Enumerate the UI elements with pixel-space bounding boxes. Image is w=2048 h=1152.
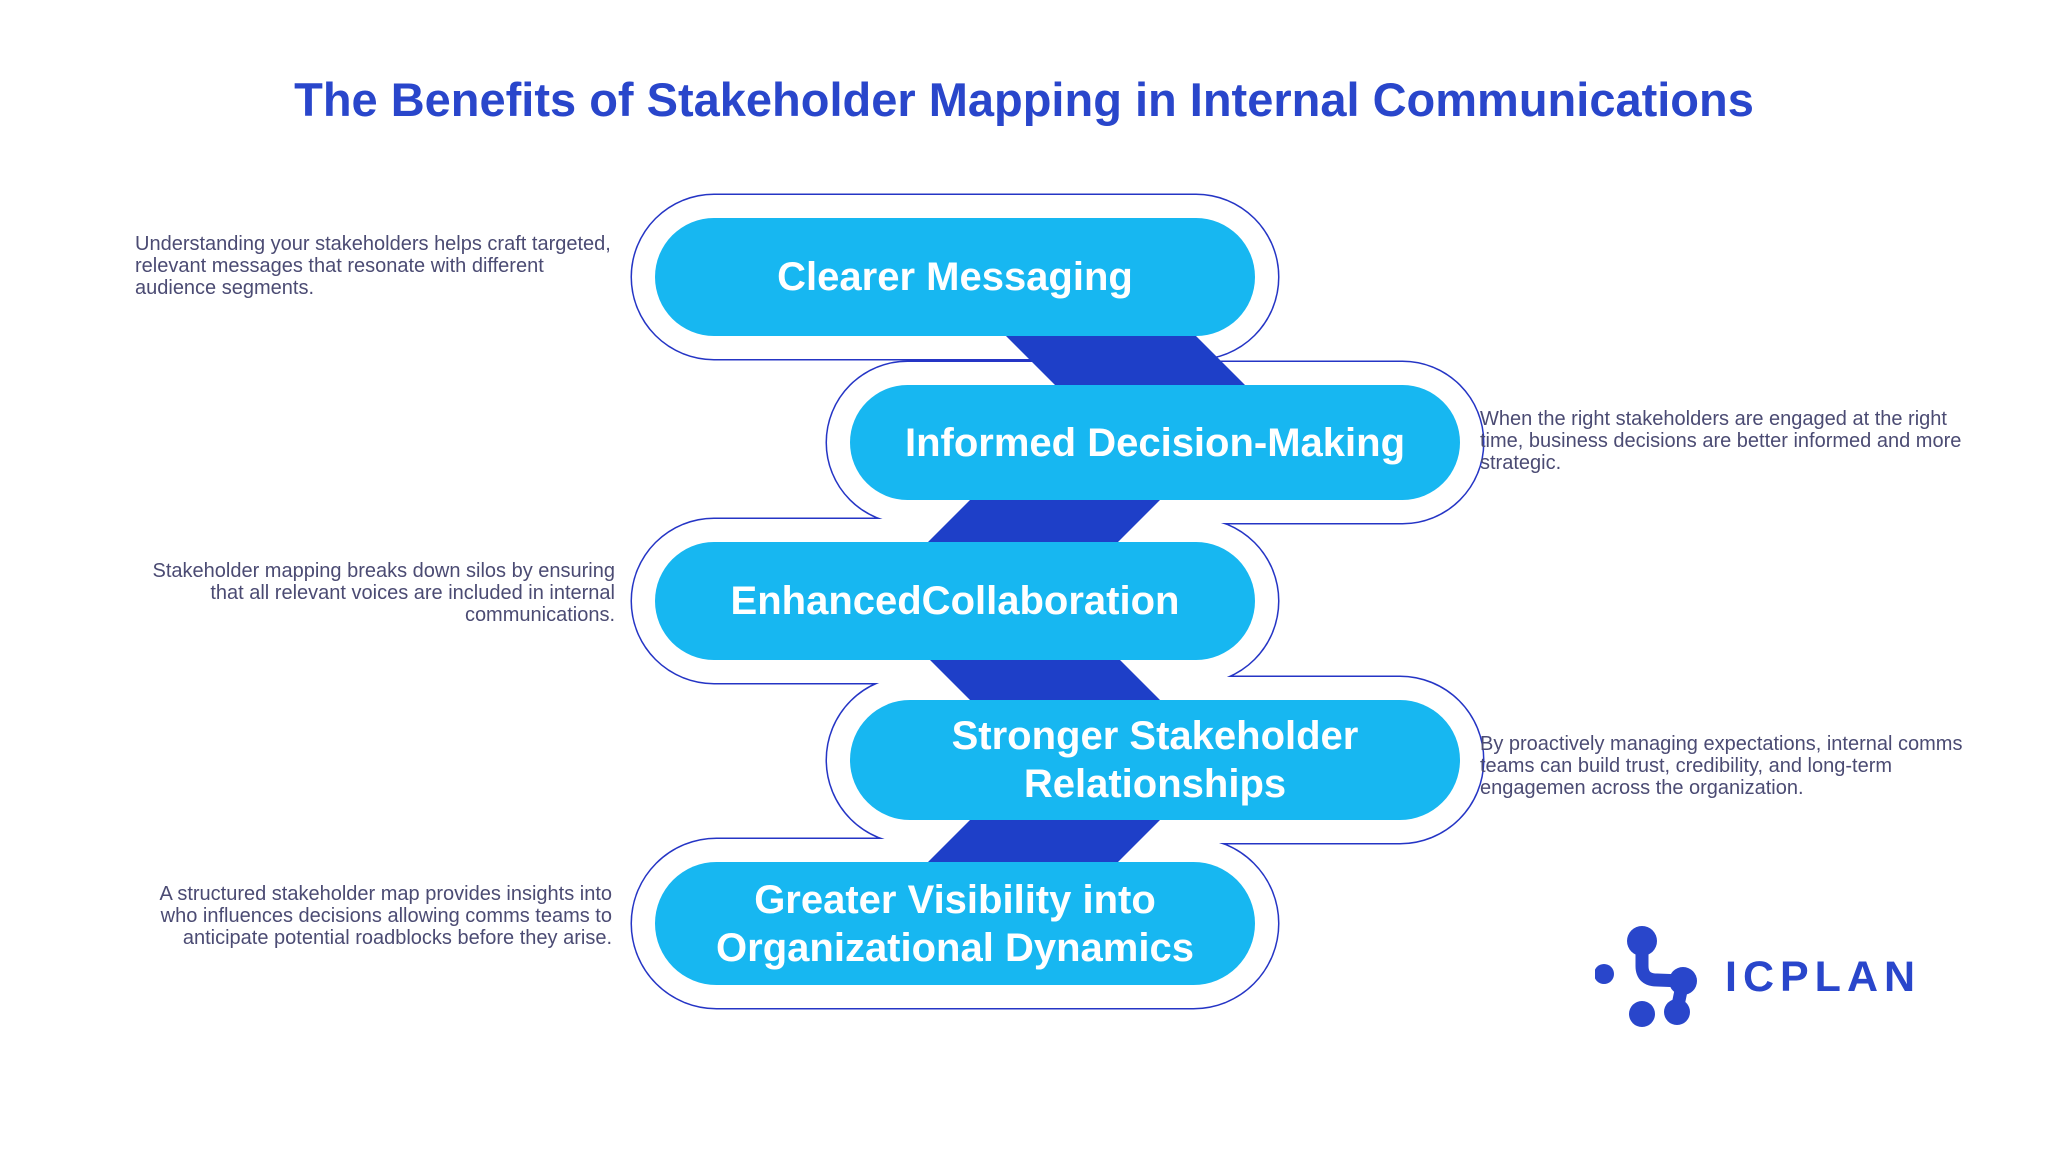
icplan-wordmark: ICPLAN xyxy=(1725,953,1922,1001)
annotation-informed-decision-making: When the right stakeholders are engaged … xyxy=(1480,408,1962,474)
annotation-stronger-stakeholder-relationships: By proactively managing expectations, in… xyxy=(1480,733,1963,799)
pill-stronger-stakeholder-relationships: Stronger Stakeholder Relationships xyxy=(850,700,1460,820)
pill-enhanced-collaboration: EnhancedCollaboration xyxy=(655,542,1255,660)
annotation-enhanced-collaboration: Stakeholder mapping breaks down silos by… xyxy=(152,560,616,626)
pill-clearer-messaging: Clearer Messaging xyxy=(655,218,1255,336)
pill-informed-decision-making: Informed Decision-Making xyxy=(850,385,1460,500)
annotation-greater-visibility: A structured stakeholder map provides in… xyxy=(159,883,612,949)
icplan-molecule-icon xyxy=(1595,926,1697,1027)
pill-label: Greater Visibility into Organizational D… xyxy=(716,877,1194,970)
icplan-logo: ICPLAN xyxy=(1595,920,1921,1035)
pill-label: Clearer Messaging xyxy=(777,255,1133,299)
page-title: The Benefits of Stakeholder Mapping in I… xyxy=(294,73,1754,126)
molecule-atoms xyxy=(1595,926,1697,1027)
pill-label: EnhancedCollaboration xyxy=(730,579,1180,623)
pill-greater-visibility: Greater Visibility into Organizational D… xyxy=(655,862,1255,985)
pill-label: Stronger Stakeholder Relationships xyxy=(951,714,1359,806)
annotation-clearer-messaging: Understanding your stakeholders helps cr… xyxy=(135,233,611,299)
pill-label: Informed Decision-Making xyxy=(904,420,1406,465)
